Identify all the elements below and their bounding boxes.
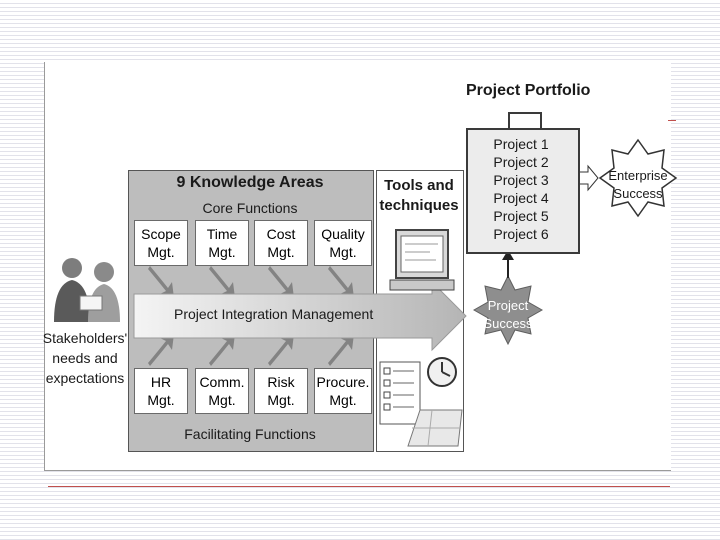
checklist-clock-icon	[379, 357, 463, 447]
project-item: Project 5	[493, 208, 549, 224]
core-feeder-arrows	[148, 266, 354, 298]
knowledge-area-name: Procure.	[316, 374, 370, 390]
enterprise-success-burst	[598, 138, 678, 218]
knowledge-area-suffix: Mgt.	[329, 244, 357, 260]
knowledge-area-hr: HR Mgt.	[134, 368, 188, 414]
knowledge-area-suffix: Mgt.	[208, 244, 236, 260]
integration-arrow	[133, 280, 467, 352]
knowledge-area-name: Quality	[321, 226, 365, 242]
accent-tick	[668, 120, 676, 121]
stakeholders-icon	[54, 258, 120, 322]
project-item: Project 4	[493, 190, 549, 206]
project-item: Project 2	[493, 154, 549, 170]
knowledge-area-suffix: Mgt.	[329, 392, 357, 408]
tools-label: Tools and techniques	[379, 177, 459, 214]
computer-icon	[389, 229, 455, 291]
project-portfolio-title: Project Portfolio	[466, 82, 591, 99]
project-success-burst	[472, 274, 544, 346]
integration-management-label: Project Integration Management	[174, 306, 374, 322]
knowledge-area-cost: Cost Mgt.	[254, 220, 308, 266]
knowledge-area-name: Scope	[141, 226, 181, 242]
knowledge-area-name: Time	[206, 226, 238, 242]
knowledge-area-suffix: Mgt.	[147, 392, 175, 408]
facilitating-feeder-arrows	[148, 334, 354, 366]
knowledge-area-comm: Comm. Mgt.	[195, 368, 249, 414]
project-portfolio-briefcase	[466, 128, 580, 254]
knowledge-area-name: Comm.	[199, 374, 245, 390]
knowledge-area-suffix: Mgt.	[267, 244, 295, 260]
knowledge-area-suffix: Mgt.	[147, 244, 175, 260]
project-item: Project 6	[493, 226, 549, 242]
knowledge-areas-title: 9 Knowledge Areas	[176, 174, 324, 191]
stakeholders-label: Stakeholders' needs and expectations	[42, 330, 128, 386]
enterprise-success-line2: Success	[613, 186, 663, 201]
briefcase-handle	[508, 112, 542, 128]
knowledge-area-name: HR	[150, 374, 172, 390]
knowledge-area-name: Cost	[266, 226, 296, 242]
project-item: Project 1	[493, 136, 549, 152]
core-functions-label: Core Functions	[202, 200, 298, 216]
project-success-line2: Success	[483, 316, 533, 331]
knowledge-area-risk: Risk Mgt.	[254, 368, 308, 414]
knowledge-area-procure: Procure. Mgt.	[314, 368, 372, 414]
knowledge-area-scope: Scope Mgt.	[134, 220, 188, 266]
knowledge-area-suffix: Mgt.	[208, 392, 236, 408]
project-item: Project 3	[493, 172, 549, 188]
knowledge-area-name: Risk	[267, 374, 295, 390]
facilitating-functions-label: Facilitating Functions	[184, 426, 316, 442]
success-to-portfolio-arrow	[502, 250, 514, 260]
knowledge-area-quality: Quality Mgt.	[314, 220, 372, 266]
project-success-line1: Project	[487, 298, 529, 313]
knowledge-area-time: Time Mgt.	[195, 220, 249, 266]
portfolio-to-enterprise-arrow	[577, 164, 599, 192]
knowledge-area-suffix: Mgt.	[267, 392, 295, 408]
enterprise-success-line1: Enterprise	[608, 168, 668, 183]
slide-divider-line	[48, 486, 670, 487]
